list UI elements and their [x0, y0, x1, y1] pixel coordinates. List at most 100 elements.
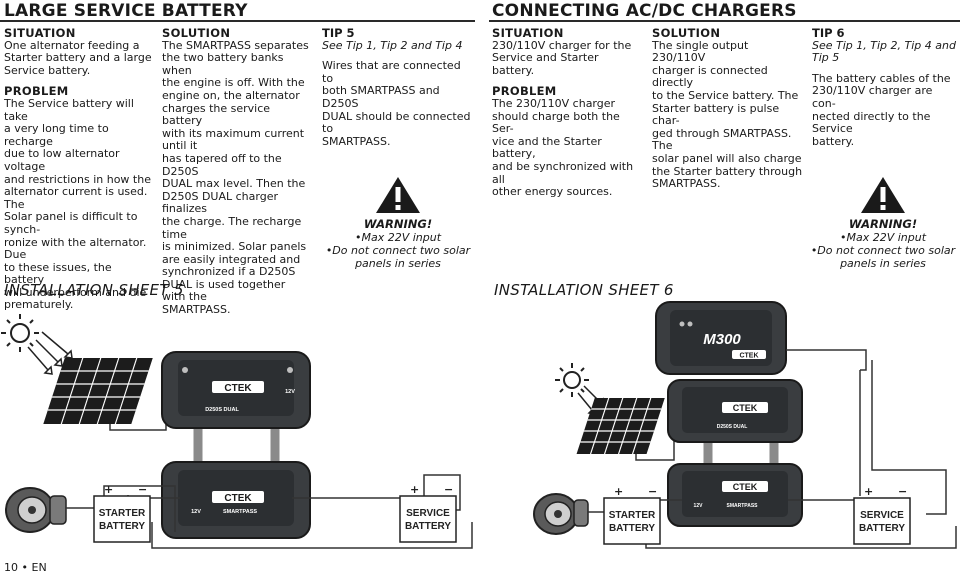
svg-text:+: + — [104, 483, 113, 496]
starter-battery: + − STARTER BATTERY — [93, 483, 151, 543]
text-line: engine on, the alternator — [162, 88, 300, 102]
device-brand-bottom: CTEK — [224, 493, 252, 504]
starter-battery-label-1-right: STARTER — [609, 510, 656, 521]
text-line: a very long time to recharge — [4, 122, 109, 148]
page-footer: 10 • EN — [4, 561, 47, 574]
left-column-3: TIP 5 See Tip 1, Tip 2 and Tip 4 Wires t… — [322, 27, 474, 148]
starter-battery-label-2: BATTERY — [99, 521, 145, 532]
alternator — [5, 487, 67, 533]
text-line: ged through SMARTPASS. The — [652, 126, 792, 153]
text-line: are easily integrated and — [162, 252, 301, 266]
text-line: charger is connected directly — [652, 63, 768, 90]
text-line: vice and the Starter battery, — [492, 134, 602, 161]
text-line: Starter battery and a large — [4, 51, 152, 65]
device-name-top: D250S DUAL — [205, 407, 239, 413]
service-battery: + − SERVICE BATTERY — [853, 485, 911, 545]
text-line: panels in series — [840, 257, 926, 270]
warning-title-right: WARNING! — [848, 217, 918, 231]
text-line: Service battery. — [4, 63, 91, 77]
text-line: One alternator feeding a — [4, 38, 140, 52]
starter-battery-label-2-right: BATTERY — [609, 523, 655, 534]
problem-title-right: PROBLEM — [492, 84, 557, 99]
text-line: D250S DUAL charger finalizes — [162, 189, 278, 216]
solution-title-right: SOLUTION — [652, 26, 721, 40]
smartpass-device: CTEK SMARTPASS 12V — [667, 463, 803, 527]
text-line: both SMARTPASS and D250S — [322, 84, 440, 110]
text-line: 230/110V charger for the — [492, 38, 632, 52]
text-line: to the Service battery. The — [652, 88, 799, 102]
device-name-top-right: D250S DUAL — [717, 424, 748, 430]
text-line: SMARTPASS. — [652, 177, 721, 191]
device-voltage-bottom: 12V — [191, 509, 201, 515]
text-line: See Tip 1, Tip 2, Tip 4 and — [812, 38, 956, 52]
warning-box-right: WARNING! •Max 22V input•Do not connect t… — [806, 175, 960, 270]
text-line: nected directly to the Service — [812, 109, 931, 136]
text-line: the engine is off. With the — [162, 76, 305, 90]
svg-text:+: + — [864, 485, 873, 498]
page-number: 10 — [4, 561, 18, 574]
sun-icon — [1, 314, 73, 375]
warning-title: WARNING! — [363, 217, 433, 231]
solution-title: SOLUTION — [162, 26, 231, 40]
service-battery-label-2-right: BATTERY — [859, 523, 905, 534]
text-line: DUAL is used together with the — [162, 277, 286, 304]
text-line: the two battery banks when — [162, 51, 284, 77]
svg-text:+: + — [614, 485, 623, 498]
text-line: •Max 22V input — [839, 231, 927, 244]
page-heading-left: LARGE SERVICE BATTERY — [4, 1, 248, 21]
situation-title: SITUATION — [4, 26, 76, 40]
text-line: with its maximum current until it — [162, 126, 305, 153]
page-heading-right: CONNECTING AC/DC CHARGERS — [492, 1, 797, 21]
text-line: Starter battery is pulse char- — [652, 101, 780, 128]
text-line: SMARTPASS. — [162, 303, 231, 317]
tip-reference: See Tip 1, Tip 2 and Tip 4 — [322, 39, 474, 53]
svg-text:−: − — [648, 485, 657, 498]
text-line: prematurely. — [4, 298, 74, 312]
text-line: The single output 230/110V — [652, 38, 749, 65]
device-brand-top-right: CTEK — [733, 403, 758, 413]
text-line: 230/110V charger are con- — [812, 84, 933, 110]
text-line: charges the service battery — [162, 101, 271, 128]
text-line: the Starter battery through — [652, 164, 803, 178]
charger-brand: CTEK — [739, 353, 758, 360]
text-line: and restrictions in how the — [4, 172, 151, 186]
starter-battery-label-1: STARTER — [99, 508, 146, 519]
installation-diagram-left: CTEK D250S DUAL 12V CTEK SMARTPASS 12V +… — [1, 314, 473, 549]
solar-panel — [43, 358, 153, 424]
text-line: will underperform and die — [4, 285, 147, 299]
device-brand-bottom-right: CTEK — [733, 482, 758, 492]
problem-title: PROBLEM — [4, 84, 69, 99]
svg-text:−: − — [444, 483, 453, 496]
text-line: alternator current is used. The — [4, 185, 148, 211]
text-line: the charge. The recharge time — [162, 214, 302, 241]
text-line: •Do not connect two solar — [810, 244, 956, 257]
installation-sheet-title-right: INSTALLATION SHEET 6 — [494, 281, 674, 299]
warning-box-left: WARNING! •Max 22V input•Do not connect t… — [318, 175, 478, 270]
text-line: to these issues, the battery — [4, 260, 112, 287]
svg-text:−: − — [138, 483, 147, 496]
text-line: The Service battery will take — [4, 96, 134, 123]
smartpass-device: CTEK SMARTPASS 12V — [161, 461, 311, 539]
device-voltage-bottom-right: 12V — [694, 503, 704, 509]
device-name-bottom-right: SMARTPASS — [726, 503, 758, 509]
text-line: is minimized. Solar panels — [162, 240, 307, 254]
text-line: Wires that are connected to — [322, 59, 461, 85]
device-name-bottom: SMARTPASS — [223, 509, 257, 515]
svg-text:−: − — [898, 485, 907, 498]
text-line: has tapered off to the D250S — [162, 151, 282, 178]
text-line: Tip 5 — [812, 51, 840, 65]
text-line: The battery cables of the — [812, 71, 951, 85]
situation-title-right: SITUATION — [492, 26, 564, 40]
alternator — [533, 493, 589, 535]
text-line: Solar panel is difficult to synch- — [4, 210, 138, 236]
